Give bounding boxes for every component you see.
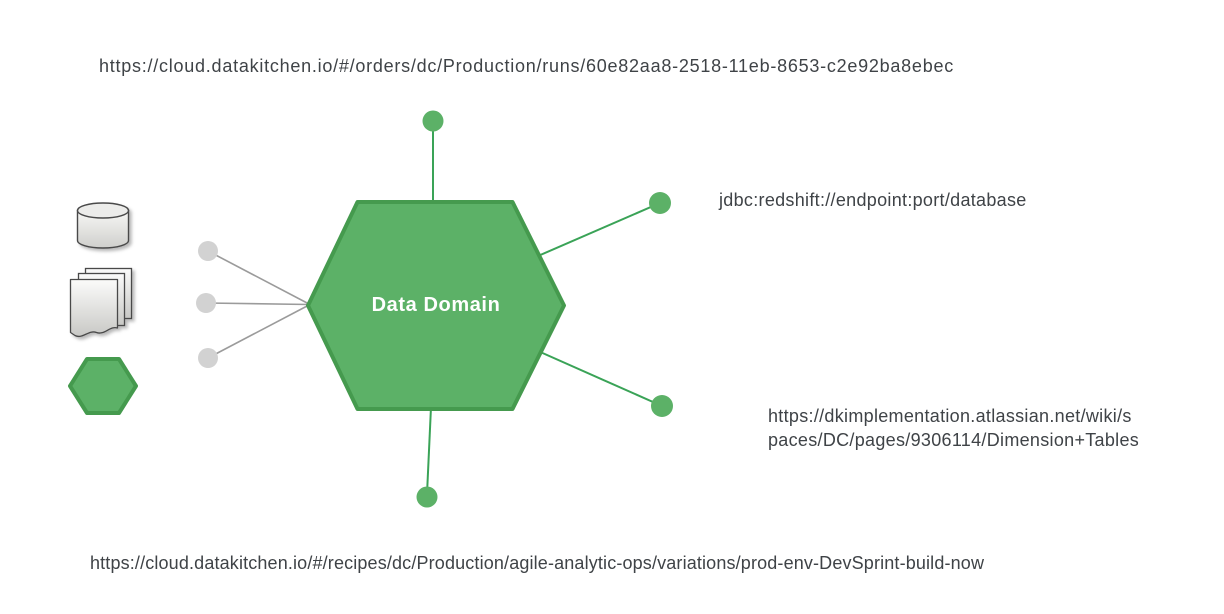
spoke-line-lower-right [537, 350, 663, 407]
green-endpoint-dots [416, 110, 673, 508]
gray-dot-middle [196, 293, 216, 313]
gray-connector-line-top [207, 250, 310, 305]
orders-run-url-label: https://cloud.datakitchen.io/#/orders/dc… [99, 56, 954, 76]
gray-dot-top [198, 241, 218, 261]
green-dot-top [422, 110, 444, 132]
wiki-url-line2: paces/DC/pages/9306114/Dimension+Tables [768, 430, 1140, 450]
data-domain-node-title: Data Domain [371, 294, 501, 316]
gray-connector-line-bottom [207, 304, 310, 359]
recipe-variation-url-label: https://cloud.datakitchen.io/#/recipes/d… [90, 553, 985, 573]
gray-source-dots [196, 241, 218, 368]
gray-connector-lines [205, 250, 310, 359]
document-page-front [69, 278, 119, 338]
green-hexagon-icon [68, 357, 138, 415]
documents-stack-icon [69, 267, 133, 338]
green-spoke-lines [426, 125, 663, 495]
wiki-url-label: https://dkimplementation.atlassian.net/w… [768, 404, 1139, 452]
green-dot-upper-right [649, 192, 671, 214]
jdbc-connection-label: jdbc:redshift://endpoint:port/database [719, 190, 1027, 210]
data-domain-hexagon-node [306, 200, 566, 411]
spoke-line-upper-right [537, 202, 661, 257]
gray-connector-line-middle [205, 302, 310, 306]
green-dot-lower-right [651, 395, 673, 417]
cylinder-top-ellipse [76, 202, 130, 219]
gray-dot-bottom [198, 348, 218, 368]
spoke-line-bottom [426, 406, 432, 495]
green-dot-bottom [416, 486, 438, 508]
database-cylinder-icon [76, 202, 130, 249]
wiki-url-line1: https://dkimplementation.atlassian.net/w… [768, 406, 1132, 426]
